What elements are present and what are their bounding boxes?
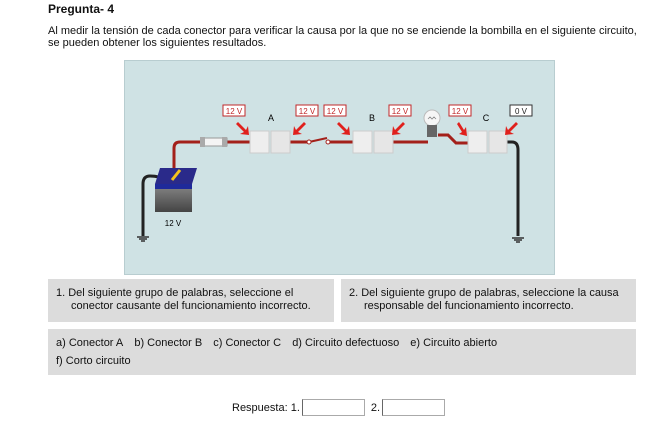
answer-row: Respuesta: 1. 2. [232,399,451,416]
battery-voltage-label: 12 V [165,219,182,228]
voltage-reading: 12 V [452,107,469,116]
wire-ground-right [507,140,520,236]
circuit-diagram [124,60,555,275]
fuse-icon [200,137,228,147]
voltage-reading: 12 V [392,107,409,116]
bulb-icon [423,109,441,137]
option-f: f) Corto circuito [56,355,131,367]
answer-1-input[interactable] [301,399,365,416]
voltage-reading: 0 V [515,107,528,116]
option-e: e) Circuito abierto [410,337,498,349]
voltage-reading: 12 V [299,107,316,116]
connector-label-a: A [268,113,274,123]
question-2: 2. Del siguiente grupo de palabras, sele… [341,279,636,322]
option-d: d) Circuito defectuoso [292,337,400,349]
ground-icon [137,236,149,242]
connector-label-b: B [369,113,375,123]
answer-label: Respuesta: 1. [232,401,300,414]
switch-icon [308,137,328,143]
option-a: a) Conector A [56,337,124,349]
connector-label-c: C [483,113,490,123]
question-2-line1: 2. Del siguiente grupo de palabras, sele… [349,287,619,299]
wire-bulb-c [438,133,468,145]
connector-c [467,130,508,154]
question-intro: Al medir la tensión de cada conector par… [48,25,637,49]
answer-2-input[interactable] [382,399,446,416]
options-list: a) Conector A b) Conector B c) Conector … [48,329,636,375]
ground-icon [512,237,524,243]
voltage-reading: 12 V [226,107,243,116]
voltage-reading: 12 V [327,107,344,116]
connector-b [352,130,394,154]
question-2-line2: responsable del funcionamiento incorrect… [364,300,574,312]
battery-icon [155,168,197,212]
wire-positive [172,140,250,172]
question-1: 1. Del siguiente grupo de palabras, sele… [48,279,334,322]
question-1-line2: conector causante del funcionamiento inc… [71,300,311,312]
arrow-icons [236,122,518,136]
connector-a [249,130,291,154]
question-title: Pregunta- 4 [48,2,115,16]
answer-2-label: 2. [370,401,381,414]
option-c: c) Conector C [213,337,282,349]
option-b: b) Conector B [134,337,203,349]
question-1-line1: 1. Del siguiente grupo de palabras, sele… [56,287,294,299]
